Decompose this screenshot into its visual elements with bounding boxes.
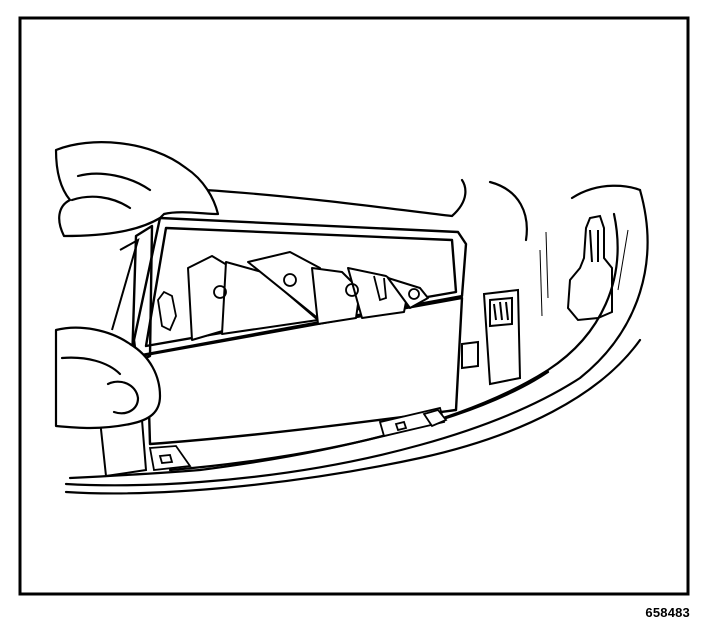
tray-tabs [148,406,448,471]
tray-dividers [187,251,429,341]
lower-hand [54,326,162,430]
shift-knob [566,214,613,322]
figure-border [18,16,690,596]
latch-bracket [461,288,522,386]
storage-tray [130,216,468,446]
tray-clips [157,273,420,332]
hatching [539,229,629,317]
console-housing [64,178,649,495]
upper-hand [54,141,220,238]
figure-number: 658483 [645,605,690,620]
